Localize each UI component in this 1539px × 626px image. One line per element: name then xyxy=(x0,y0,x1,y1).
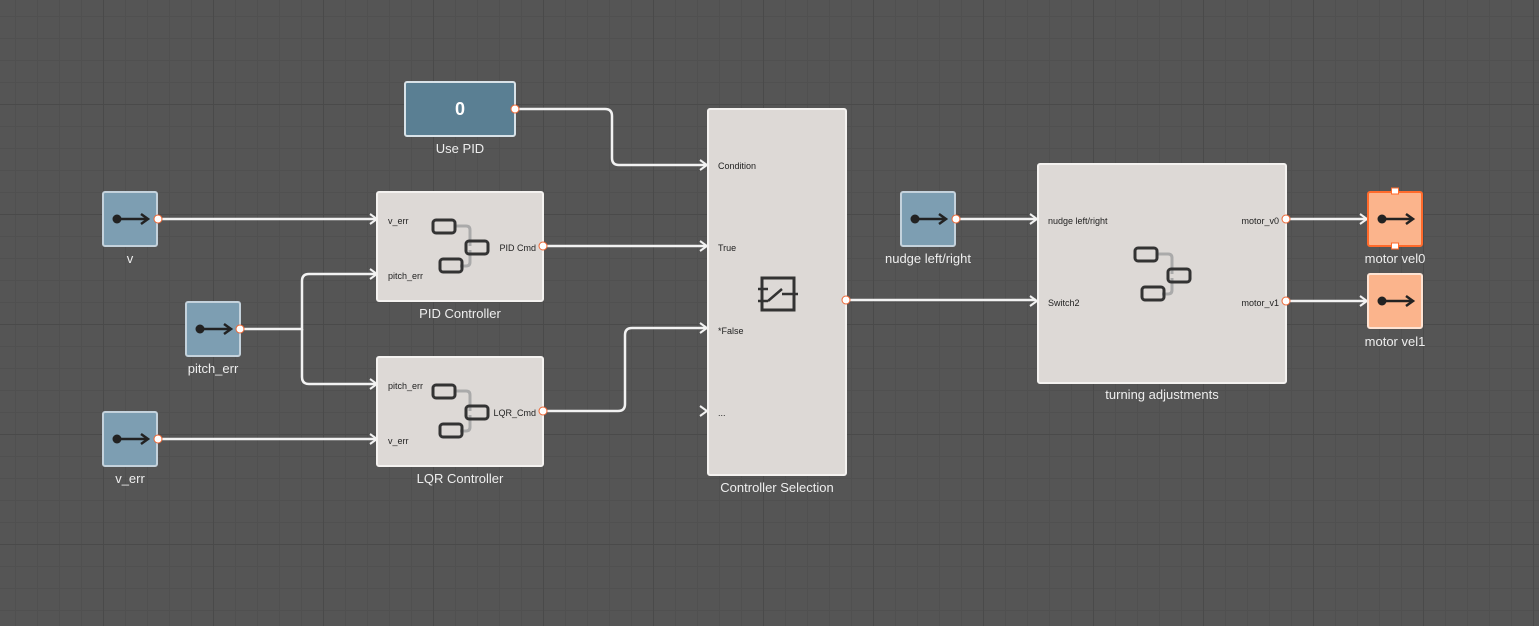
selector-input-condition: Condition xyxy=(718,161,757,171)
wire-pitch-pid[interactable] xyxy=(240,272,376,331)
lqr-input-label-1: pitch_err xyxy=(388,381,424,391)
pid-input-label-2: pitch_err xyxy=(388,271,424,281)
turning-output-label-2: motor_v1 xyxy=(1241,298,1279,308)
lqr-controller-block[interactable]: pitch_err v_err LQR_Cmd xyxy=(376,356,544,467)
v-label: v xyxy=(126,251,134,266)
v-inport-block[interactable] xyxy=(102,191,158,247)
inport-arrow-icon xyxy=(195,322,234,336)
resize-handle-bottom[interactable] xyxy=(1391,242,1399,250)
pitch-err-label: pitch_err xyxy=(187,361,239,376)
subsystem-icon xyxy=(431,218,490,274)
inport-arrow-icon xyxy=(910,212,949,226)
nudge-inport-block[interactable] xyxy=(900,191,956,247)
turning-input-label-2: Switch2 xyxy=(1048,298,1080,308)
pid-controller-block[interactable]: v_err pitch_err PID Cmd xyxy=(376,191,544,302)
wire-usepid-condition[interactable] xyxy=(515,107,706,167)
subsystem-icon xyxy=(1133,246,1192,302)
turning-output-label-1: motor_v0 xyxy=(1241,216,1279,226)
selector-input-more: ... xyxy=(718,408,726,418)
motor-vel0-outport-block[interactable] xyxy=(1367,191,1423,247)
v-err-inport-block[interactable] xyxy=(102,411,158,467)
selector-output-port[interactable] xyxy=(841,295,851,305)
pitch-err-inport-block[interactable] xyxy=(185,301,241,357)
controller-selection-block[interactable]: Condition True *False ... xyxy=(707,108,847,476)
outport-arrow-icon xyxy=(1377,212,1416,226)
controller-selection-label: Controller Selection xyxy=(720,480,834,495)
resize-handle-top[interactable] xyxy=(1391,187,1399,195)
outport-arrow-icon xyxy=(1377,294,1416,308)
lqr-output-label: LQR_Cmd xyxy=(493,408,536,418)
motor-vel1-label: motor vel1 xyxy=(1364,334,1426,349)
nudge-output-port[interactable] xyxy=(951,214,961,224)
wire-lqr-false[interactable] xyxy=(543,326,706,413)
motor-vel0-label: motor vel0 xyxy=(1364,251,1426,266)
inport-arrow-icon xyxy=(112,432,151,446)
pid-controller-label: PID Controller xyxy=(419,306,501,321)
v-output-port[interactable] xyxy=(153,214,163,224)
pid-input-label-1: v_err xyxy=(388,216,409,226)
pid-output-port[interactable] xyxy=(538,241,548,251)
selector-input-false: *False xyxy=(718,326,744,336)
pid-output-label: PID Cmd xyxy=(499,243,536,253)
v-err-output-port[interactable] xyxy=(153,434,163,444)
use-pid-label: Use PID xyxy=(435,141,485,156)
lqr-output-port[interactable] xyxy=(538,406,548,416)
switch-icon xyxy=(758,276,798,312)
use-pid-constant-block[interactable]: 0 xyxy=(404,81,516,137)
turning-output-port-1[interactable] xyxy=(1281,214,1291,224)
turning-output-port-2[interactable] xyxy=(1281,296,1291,306)
inport-arrow-icon xyxy=(112,212,151,226)
turning-adjustments-label: turning adjustments xyxy=(1105,387,1219,402)
wire-pitch-lqr[interactable] xyxy=(300,329,376,386)
use-pid-output-port[interactable] xyxy=(510,104,520,114)
selector-input-true: True xyxy=(718,243,737,253)
turning-input-label-1: nudge left/right xyxy=(1048,216,1108,226)
turning-adjustments-block[interactable]: nudge left/right Switch2 motor_v0 motor_… xyxy=(1037,163,1287,384)
v-err-label: v_err xyxy=(115,471,145,486)
nudge-label: nudge left/right xyxy=(884,251,972,266)
lqr-controller-label: LQR Controller xyxy=(416,471,504,486)
lqr-input-label-2: v_err xyxy=(388,436,409,446)
motor-vel1-outport-block[interactable] xyxy=(1367,273,1423,329)
subsystem-icon xyxy=(431,383,490,439)
pitch-err-output-port[interactable] xyxy=(235,324,245,334)
